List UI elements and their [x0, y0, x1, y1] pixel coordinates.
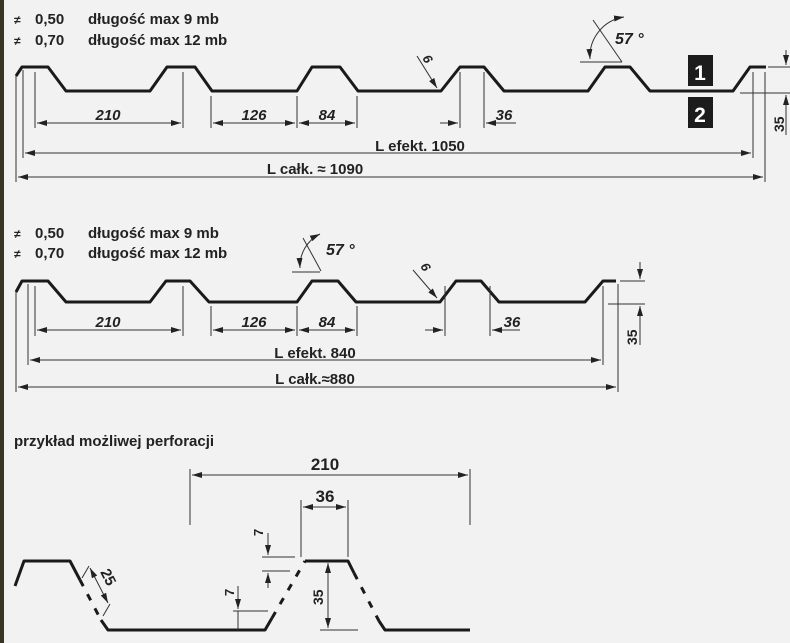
dim-rib-top: 36 [316, 487, 335, 506]
spec-thickness: 0,70 [35, 32, 64, 49]
spec-length: długość max 9 mb [88, 225, 219, 242]
dim-pitch: 210 [94, 314, 121, 331]
effective-length: L efekt. 840 [274, 345, 355, 362]
spec-symbol: ≠ [14, 247, 21, 261]
effective-length: L efekt. 1050 [375, 138, 465, 155]
dim-radius: 6 [417, 260, 434, 274]
spec-thickness: 0,50 [35, 225, 64, 242]
dim-rib-base: 84 [319, 314, 336, 331]
dim-pitch: 210 [94, 107, 121, 124]
sheet-profile-line [14, 279, 616, 304]
profile-2: ≠ 0,50 długość max 9 mb ≠ 0,70 długość m… [14, 225, 645, 392]
marker-label-2: 2 [694, 104, 706, 127]
dim-rib-top: 36 [496, 107, 513, 124]
dim-height: 35 [624, 329, 640, 345]
dim-angle: 57 ° [326, 242, 355, 259]
spec-length: długość max 12 mb [88, 245, 227, 262]
spec-symbol: ≠ [14, 34, 21, 48]
marker-label-1: 1 [694, 62, 706, 85]
total-length: L całk. ≈ 1090 [267, 161, 363, 178]
perforation-example: przykład możliwej perforacji 210 36 25 7… [13, 433, 471, 632]
spec-length: długość max 9 mb [88, 11, 219, 28]
dim-valley: 126 [241, 107, 267, 124]
spec-thickness: 0,50 [35, 11, 64, 28]
spec-symbol: ≠ [14, 227, 21, 241]
sheet-profile-line [14, 65, 766, 93]
dim-pitch: 210 [311, 455, 339, 474]
perforated-profile-solid [13, 559, 470, 632]
dimension-lines [15, 15, 790, 182]
profile-1: ≠ 0,50 długość max 9 mb ≠ 0,70 długość m… [14, 11, 790, 182]
spec-length: długość max 12 mb [88, 32, 227, 49]
marker-box-2 [688, 97, 713, 128]
dim-offset-bottom: 7 [222, 589, 237, 596]
spec-thickness: 0,70 [35, 245, 64, 262]
dim-height: 35 [310, 589, 326, 605]
perforation-title: przykład możliwej perforacji [14, 433, 214, 450]
dim-angle: 57 ° [615, 31, 644, 48]
left-edge [0, 0, 4, 643]
dimension-lines [15, 233, 645, 392]
dim-rib-top: 36 [504, 314, 521, 331]
dim-offset-top: 7 [251, 529, 266, 536]
dim-slope: 25 [96, 566, 119, 589]
total-length: L całk.≈880 [275, 371, 355, 388]
spec-symbol: ≠ [14, 13, 21, 27]
dimension-lines [81, 469, 471, 631]
dim-height: 35 [771, 116, 787, 132]
dim-valley: 126 [241, 314, 267, 331]
dim-rib-base: 84 [319, 107, 336, 124]
marker-box-1 [688, 55, 713, 86]
